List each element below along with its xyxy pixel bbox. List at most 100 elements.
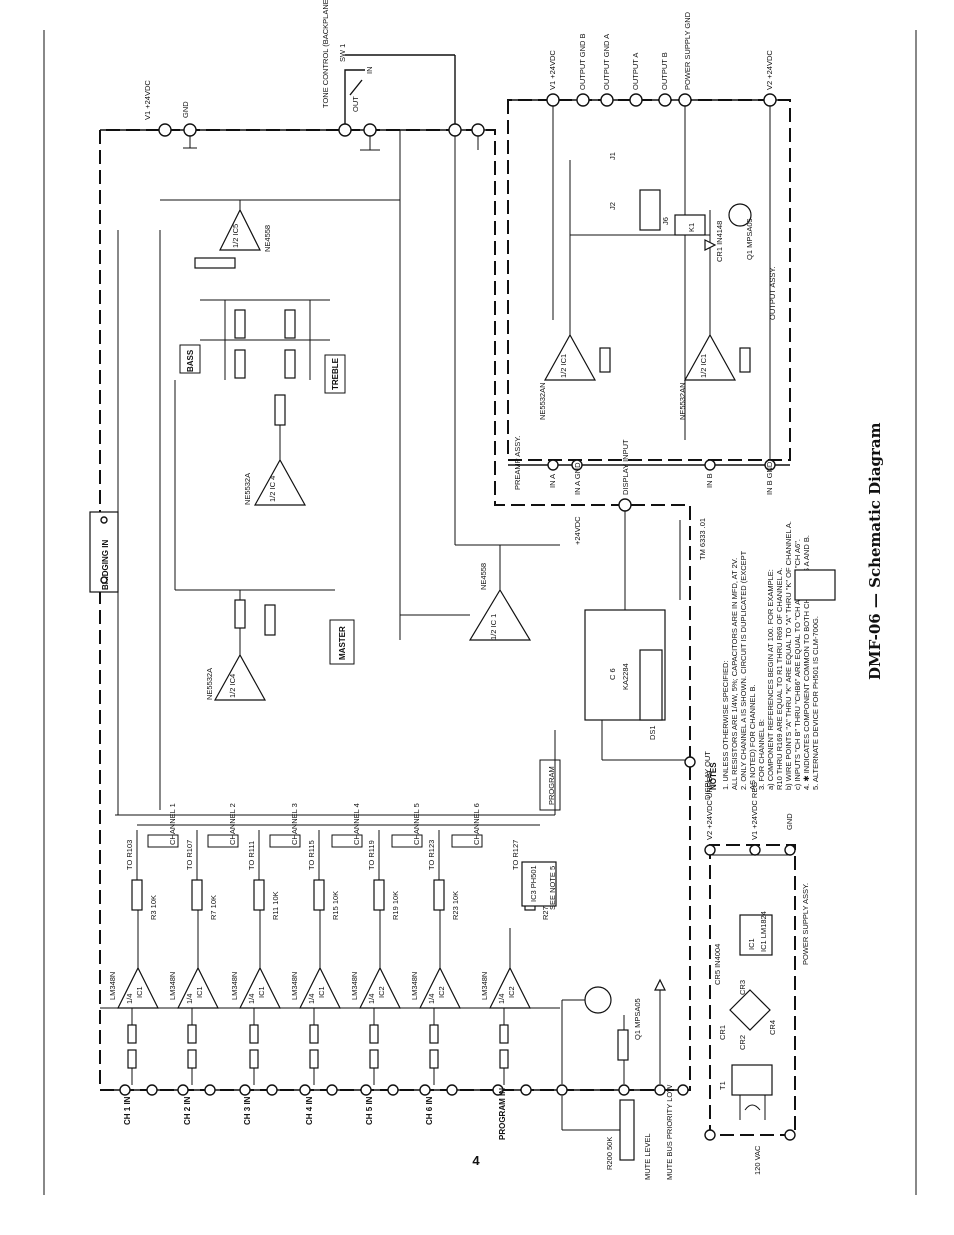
tone-network: BASS TREBLE (179, 299, 346, 394)
svg-text:LM348N: LM348N (168, 972, 177, 1000)
ch4-input[interactable]: CH 4 IN (299, 1084, 338, 1125)
input-stage-2: 1/4 IC1 LM348N R7 10K CHANNEL 2 TO R107 (168, 803, 239, 1085)
in-b-gnd[interactable] (764, 459, 776, 471)
see-note-5-label: SEE NOTE 5 (548, 866, 557, 910)
program-input[interactable]: PROGRAM IN (492, 1084, 532, 1140)
tone-terminal-2 (363, 123, 377, 137)
in-a[interactable] (547, 459, 559, 471)
svg-text:1/2 IC 1: 1/2 IC 1 (489, 614, 498, 640)
svg-text:1/2 IC4: 1/2 IC4 (228, 674, 237, 698)
ps-v1[interactable] (749, 844, 761, 856)
ac-in-1[interactable] (704, 1129, 716, 1141)
ch5-input[interactable]: CH 5 IN (360, 1084, 399, 1125)
out-a[interactable] (629, 93, 643, 107)
svg-text:AS NOTED) FOR CHANNEL B.: AS NOTED) FOR CHANNEL B. (748, 684, 757, 790)
svg-text:IN B: IN B (705, 473, 714, 488)
treble-label: TREBLE (331, 357, 340, 390)
input-stage-5: 1/4 IC2 LM348N R19 10K CHANNEL 5 TO R119 (350, 803, 423, 1085)
mains-label: 120 VAC (753, 1145, 762, 1175)
out-gnd-a[interactable] (600, 93, 614, 107)
in-b[interactable] (704, 459, 716, 471)
out-v1[interactable] (546, 93, 560, 107)
tone-terminal-4 (471, 123, 485, 137)
input-stage-3: 1/4 IC1 LM348N R11 10K CHANNEL 3 TO R111 (230, 803, 301, 1085)
svg-text:a) COMPONENT REFERENCES BEGIN: a) COMPONENT REFERENCES BEGIN AT 100. FO… (766, 569, 775, 790)
program-dest: TO R127 (511, 840, 520, 870)
svg-text:CR1: CR1 (718, 1025, 727, 1040)
out-gnd-b[interactable] (576, 93, 590, 107)
preamp-section: PREAMP ASSY. V1 +24VDC OUTPUT GND B OUTP… (507, 11, 791, 490)
ch1-input[interactable]: CH 1 IN (119, 1084, 158, 1125)
channel-inputs-column: CH 1 IN CH 2 IN CH 3 IN CH 4 IN CH 5 IN … (100, 1084, 690, 1140)
ch2-input[interactable]: CH 2 IN (177, 1084, 216, 1125)
input-stage-program: 1/4 IC2 LM348N R27 10K PROGRAM TO R127 I… (480, 759, 561, 1085)
page-number: 4 (472, 1153, 480, 1168)
mute-level-pot[interactable] (619, 1099, 635, 1161)
svg-text:NE4558: NE4558 (479, 563, 488, 590)
display-section: DISPLAY INPUT +24VDC TM 6333 .01 C 6 KA2… (573, 439, 712, 800)
output-assy-label: OUTPUT ASSY. (768, 267, 777, 321)
out-v2[interactable] (763, 93, 777, 107)
schematic-title: DMF-06 — Schematic Diagram (866, 422, 884, 680)
mute-priority-label: MUTE BUS PRIORITY LOW (665, 1084, 674, 1180)
svg-text:T1: T1 (718, 1081, 727, 1090)
power-supply-label: POWER SUPPLY ASSY. (801, 883, 810, 965)
program-input-label: PROGRAM IN (498, 1088, 507, 1140)
channel-4-box (331, 834, 363, 848)
svg-text:R200 50K: R200 50K (605, 1137, 614, 1170)
gnd-terminal (183, 123, 197, 137)
led-array (639, 649, 663, 721)
channel-6-box (451, 834, 483, 848)
ch6-input[interactable]: CH 6 IN (419, 1084, 458, 1125)
ps-v2[interactable] (704, 844, 716, 856)
ac-in-2[interactable] (784, 1129, 796, 1141)
svg-text:IC3 PH501: IC3 PH501 (529, 865, 538, 902)
svg-text:KA2284: KA2284 (621, 663, 630, 690)
svg-text:1/2 IC5: 1/2 IC5 (231, 224, 240, 248)
svg-text:R23 10K: R23 10K (451, 891, 460, 920)
channel-5-dest: TO R119 (367, 840, 376, 870)
ic3-photocoupler (521, 861, 557, 907)
ps-gnd[interactable] (784, 844, 796, 856)
svg-text:1/4: 1/4 (497, 994, 506, 1004)
out-psgnd[interactable] (678, 93, 692, 107)
ic1-ne4558 (468, 588, 532, 641)
svg-text:+24VDC: +24VDC (573, 516, 582, 545)
svg-text:CR2: CR2 (738, 1035, 747, 1050)
svg-text:OUTPUT GND A: OUTPUT GND A (602, 34, 611, 90)
display-out-terminal[interactable] (684, 756, 696, 768)
ic5-opamp (219, 208, 261, 251)
ch6-input-label: CH 6 IN (425, 1096, 434, 1125)
ch2-input-label: CH 2 IN (183, 1096, 192, 1125)
ch1-input-label: CH 1 IN (123, 1096, 132, 1125)
out-b[interactable] (658, 93, 672, 107)
display-input-terminal[interactable] (618, 498, 632, 512)
display-ref: TM 6333 .01 (698, 518, 707, 560)
svg-text:1/2 IC 4: 1/2 IC 4 (268, 476, 277, 502)
bass-box (179, 344, 201, 374)
svg-text:CR3: CR3 (738, 980, 747, 995)
svg-text:LM348N: LM348N (410, 972, 419, 1000)
output-terminals: V1 +24VDC OUTPUT GND B OUTPUT GND A OUTP… (546, 11, 777, 107)
master-label: MASTER (338, 626, 347, 660)
svg-text:GND: GND (785, 813, 794, 830)
ne5532a-stage: 1/2 IC 4 NE5532A (243, 394, 307, 506)
svg-text:IC1: IC1 (747, 938, 756, 950)
channel-4-label: CHANNEL 4 (352, 803, 361, 845)
svg-text:IC1: IC1 (195, 986, 204, 998)
svg-text:K1: K1 (687, 223, 696, 232)
ch3-input[interactable]: CH 3 IN (239, 1084, 278, 1125)
master-box (329, 619, 355, 665)
in-a-gnd[interactable] (571, 459, 583, 471)
ic1-4558-stage: 1/2 IC 1 NE4558 (399, 136, 560, 641)
sw-out-label: OUT (351, 96, 360, 112)
preamp-opamp-a (543, 333, 597, 381)
svg-text:1/2 IC1: 1/2 IC1 (559, 354, 568, 378)
svg-text:b) WIRE POINTS "A" THRU "K" AR: b) WIRE POINTS "A" THRU "K" ARE EQUAL TO… (784, 521, 793, 790)
svg-text:1/4: 1/4 (367, 994, 376, 1004)
svg-text:IC1: IC1 (135, 986, 144, 998)
terminal-e (618, 1084, 630, 1096)
svg-text:R19 10K: R19 10K (391, 891, 400, 920)
svg-text:NE5532A: NE5532A (243, 473, 252, 505)
